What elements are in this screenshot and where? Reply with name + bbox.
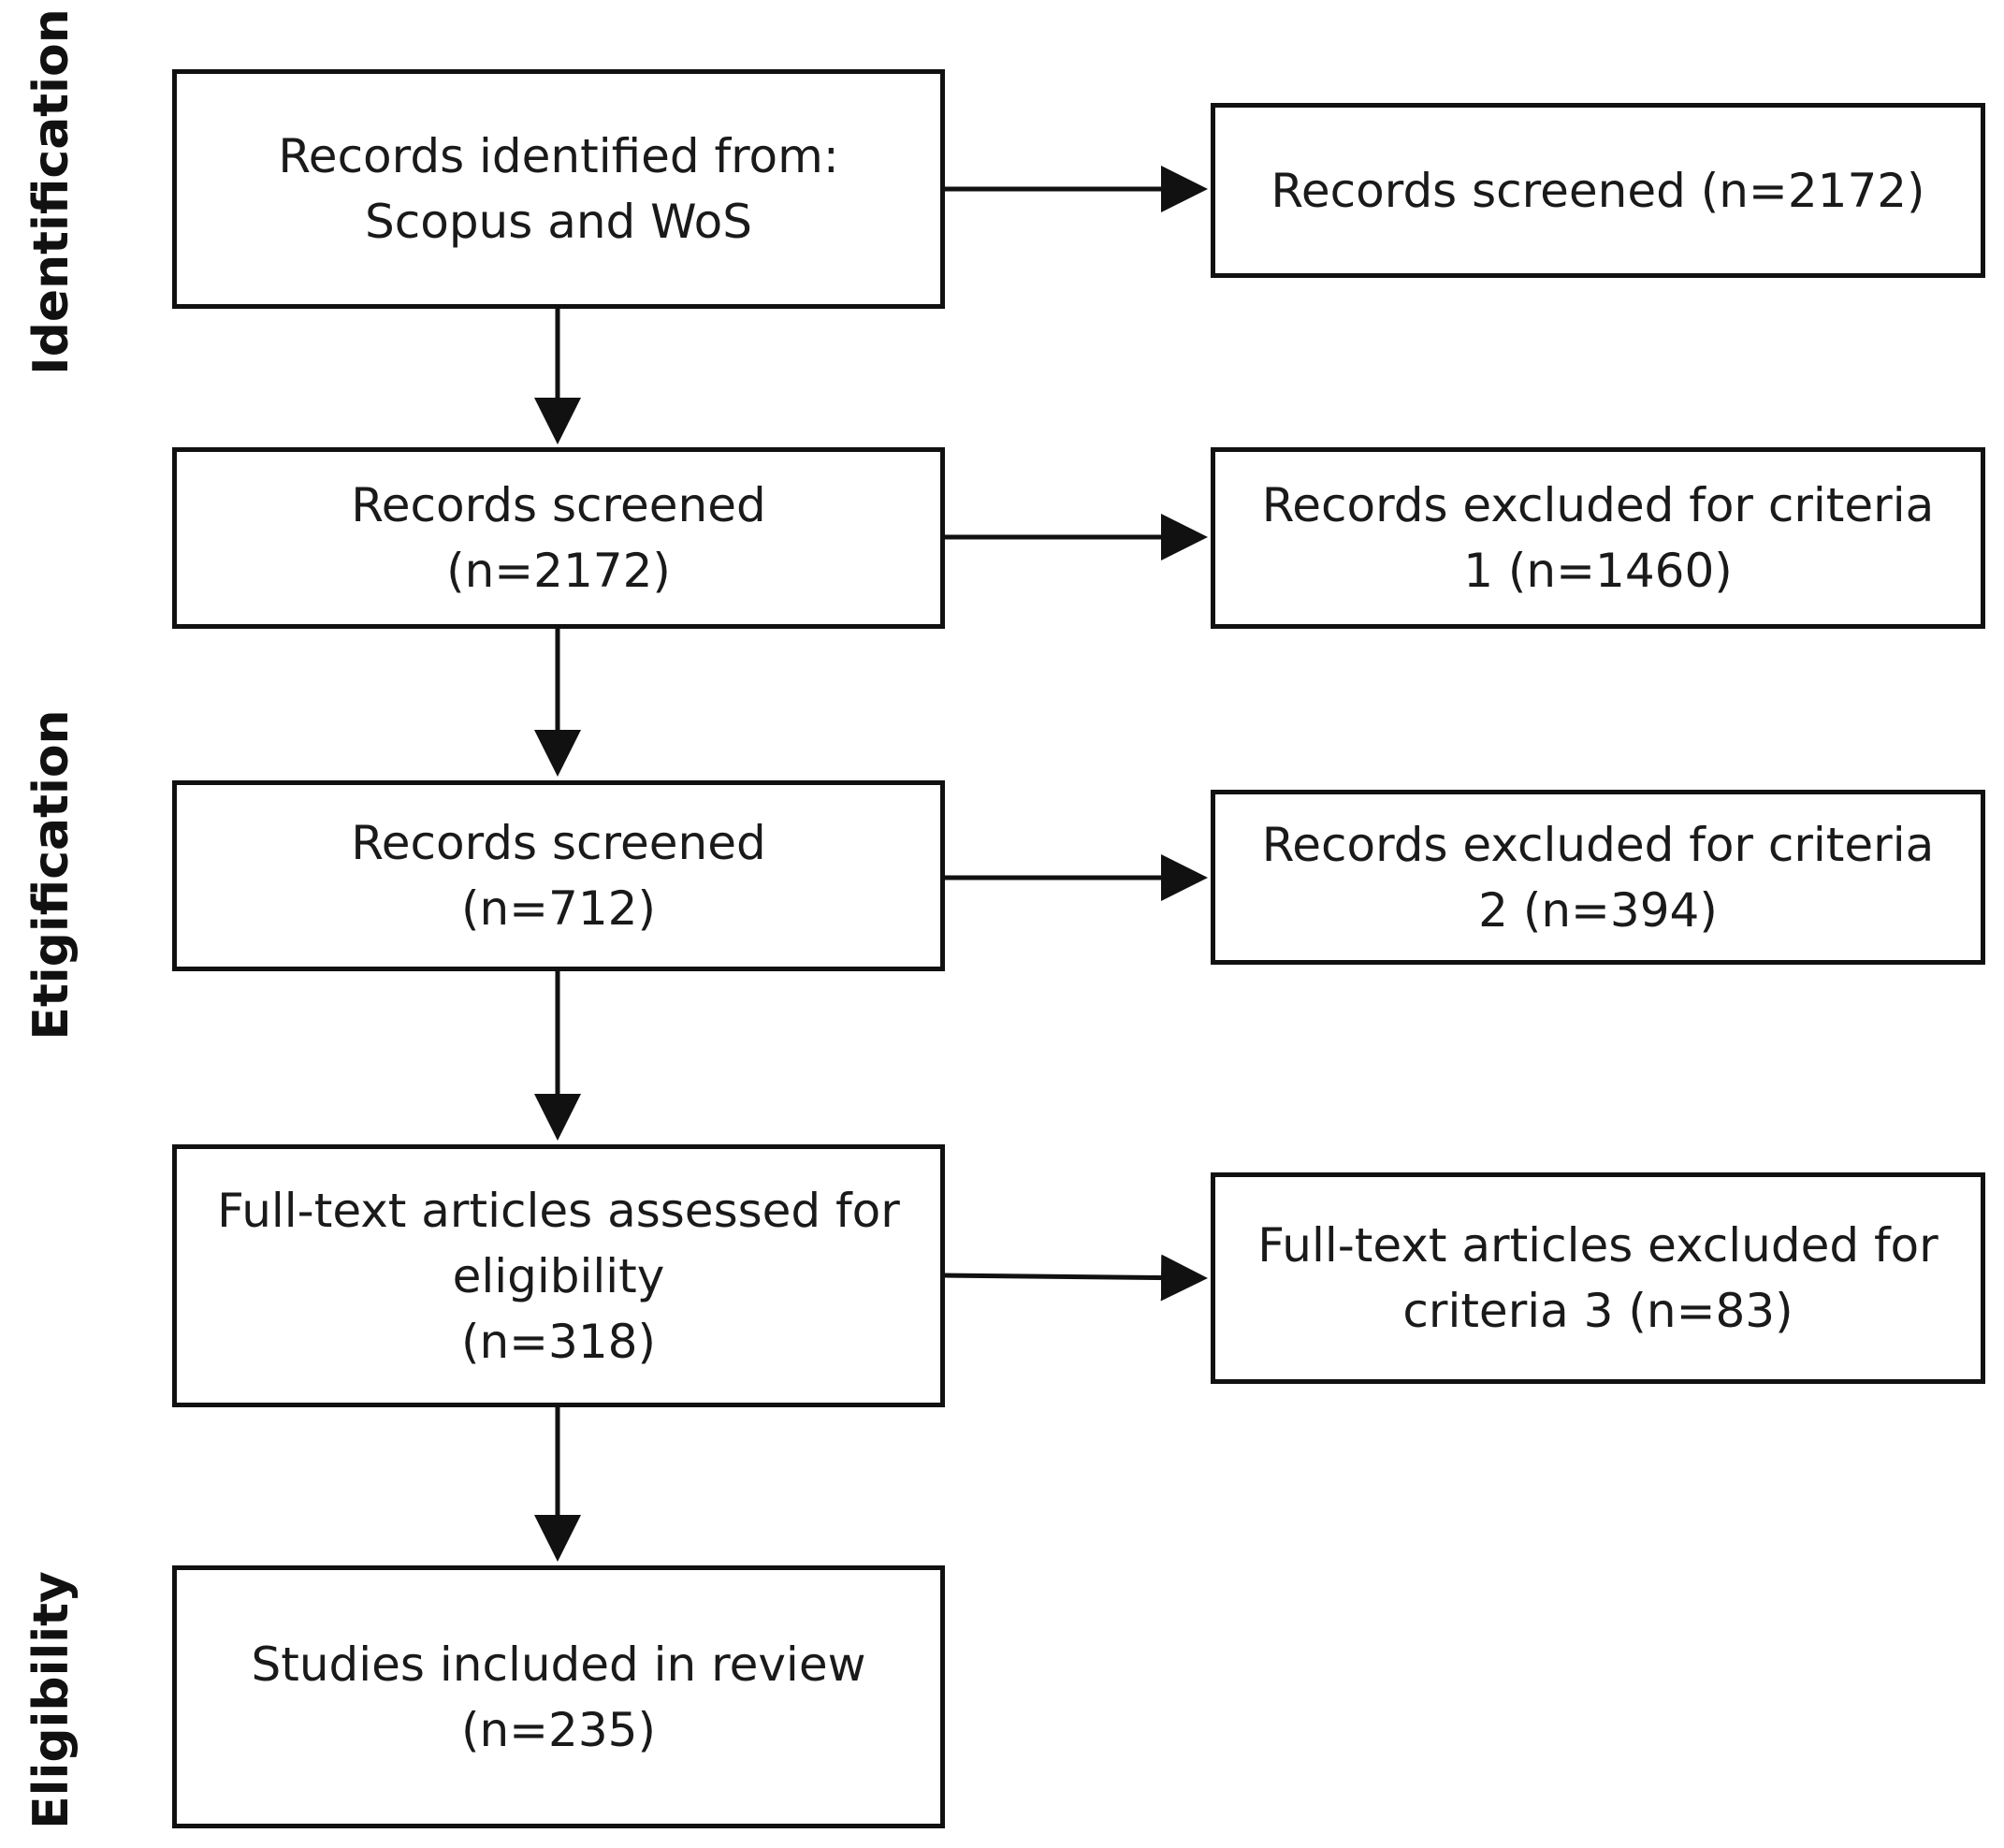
- box-text-line: Records screened (n=2172): [1271, 163, 1925, 218]
- box-text-line: Records screened: [351, 816, 766, 870]
- box-text-line: eligibility: [452, 1248, 665, 1303]
- box-records-identified: Records identified from: Scopus and WoS: [172, 69, 945, 309]
- box-text-line: 1 (n=1460): [1463, 544, 1733, 598]
- box-fulltext-assessed: Full-text articles assessed for eligibili…: [172, 1144, 945, 1407]
- stage-label-identification: Identification: [23, 8, 80, 375]
- box-text-line: 2 (n=394): [1478, 882, 1718, 938]
- box-text-line: (n=2172): [446, 544, 671, 598]
- box-excluded-criteria-3: Full-text articles excluded for criteria …: [1211, 1172, 1985, 1384]
- stage-label-etigification: Etigification: [23, 709, 80, 1040]
- box-text-line: (n=235): [460, 1702, 657, 1757]
- box-excluded-criteria-1: Records excluded for criteria 1 (n=1460): [1211, 447, 1985, 629]
- box-studies-included: Studies included in review (n=235): [172, 1565, 945, 1828]
- stage-label-eligibility: Eligibility: [23, 1571, 80, 1829]
- box-text-line: (n=318): [460, 1314, 657, 1369]
- box-text-line: (n=712): [460, 881, 657, 936]
- box-records-screened-right: Records screened (n=2172): [1211, 103, 1985, 278]
- box-text-line: criteria 3 (n=83): [1402, 1284, 1793, 1338]
- box-text-line: Full-text articles excluded for: [1257, 1218, 1939, 1273]
- box-text-line: Scopus and WoS: [365, 195, 752, 249]
- box-text-line: Records excluded for criteria: [1261, 817, 1935, 872]
- arrow-fulltext-to-excluded-3: [944, 1254, 1208, 1302]
- box-text-line: Records screened: [351, 478, 766, 532]
- box-records-screened-2172: Records screened (n=2172): [172, 447, 945, 629]
- box-text-line: Records excluded for criteria: [1261, 478, 1935, 532]
- box-records-screened-712: Records screened (n=712): [172, 780, 945, 971]
- box-text-line: Studies included in review: [251, 1637, 866, 1692]
- box-text-line: Full-text articles assessed for: [217, 1183, 900, 1238]
- box-excluded-criteria-2: Records excluded for criteria 2 (n=394): [1211, 790, 1985, 965]
- box-text-line: Records identified from:: [278, 129, 839, 183]
